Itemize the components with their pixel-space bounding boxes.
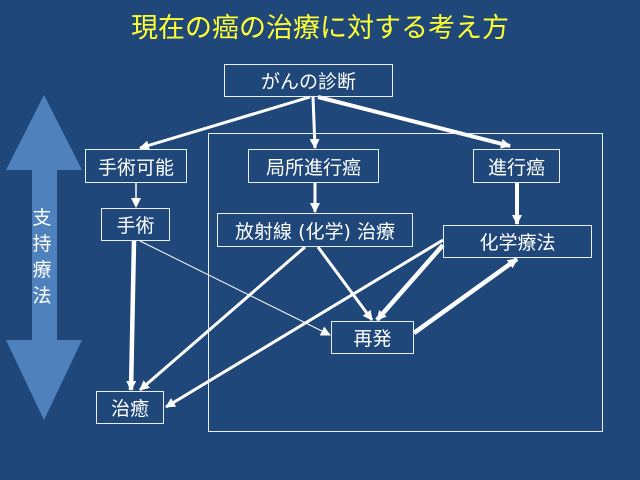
support-char: 療: [32, 259, 52, 281]
node-surgery: 手術: [101, 208, 170, 241]
supportive-care-label: 支 持 療 法: [26, 205, 58, 309]
support-char: 法: [32, 285, 52, 307]
support-char: 支: [32, 207, 52, 229]
support-double-arrow: [6, 95, 82, 420]
arrow-recurrence-chemo: [412, 257, 519, 335]
node-advanced: 進行癌: [473, 149, 560, 183]
arrow-diagnosis-operable: [139, 95, 311, 151]
node-operable: 手術可能: [85, 149, 187, 183]
node-cure: 治癒: [96, 391, 164, 424]
non-surgical-group-frame: [208, 133, 603, 432]
arrow-surgery-cure: [126, 240, 137, 391]
arrow-diagnosis-local: [309, 96, 320, 149]
arrow-diagnosis-advanced: [317, 95, 511, 149]
arrow-chemo-cure: [165, 238, 444, 409]
node-locally-advanced: 局所進行癌: [248, 149, 379, 183]
node-diagnosis: がんの診断: [224, 64, 393, 97]
support-char: 持: [32, 233, 52, 255]
arrow-chemo-recurrence: [375, 243, 445, 322]
node-recurrence: 再発: [331, 321, 414, 354]
arrow-surgery-recurrence: [139, 240, 331, 336]
node-chemotherapy: 化学療法: [443, 225, 592, 258]
arrow-radiation-recurrence: [316, 246, 374, 321]
node-radiation: 放射線 (化学) 治療: [217, 213, 413, 247]
slide-title: 現在の癌の治療に対する考え方: [131, 13, 509, 44]
arrow-radiation-cure: [139, 245, 306, 392]
